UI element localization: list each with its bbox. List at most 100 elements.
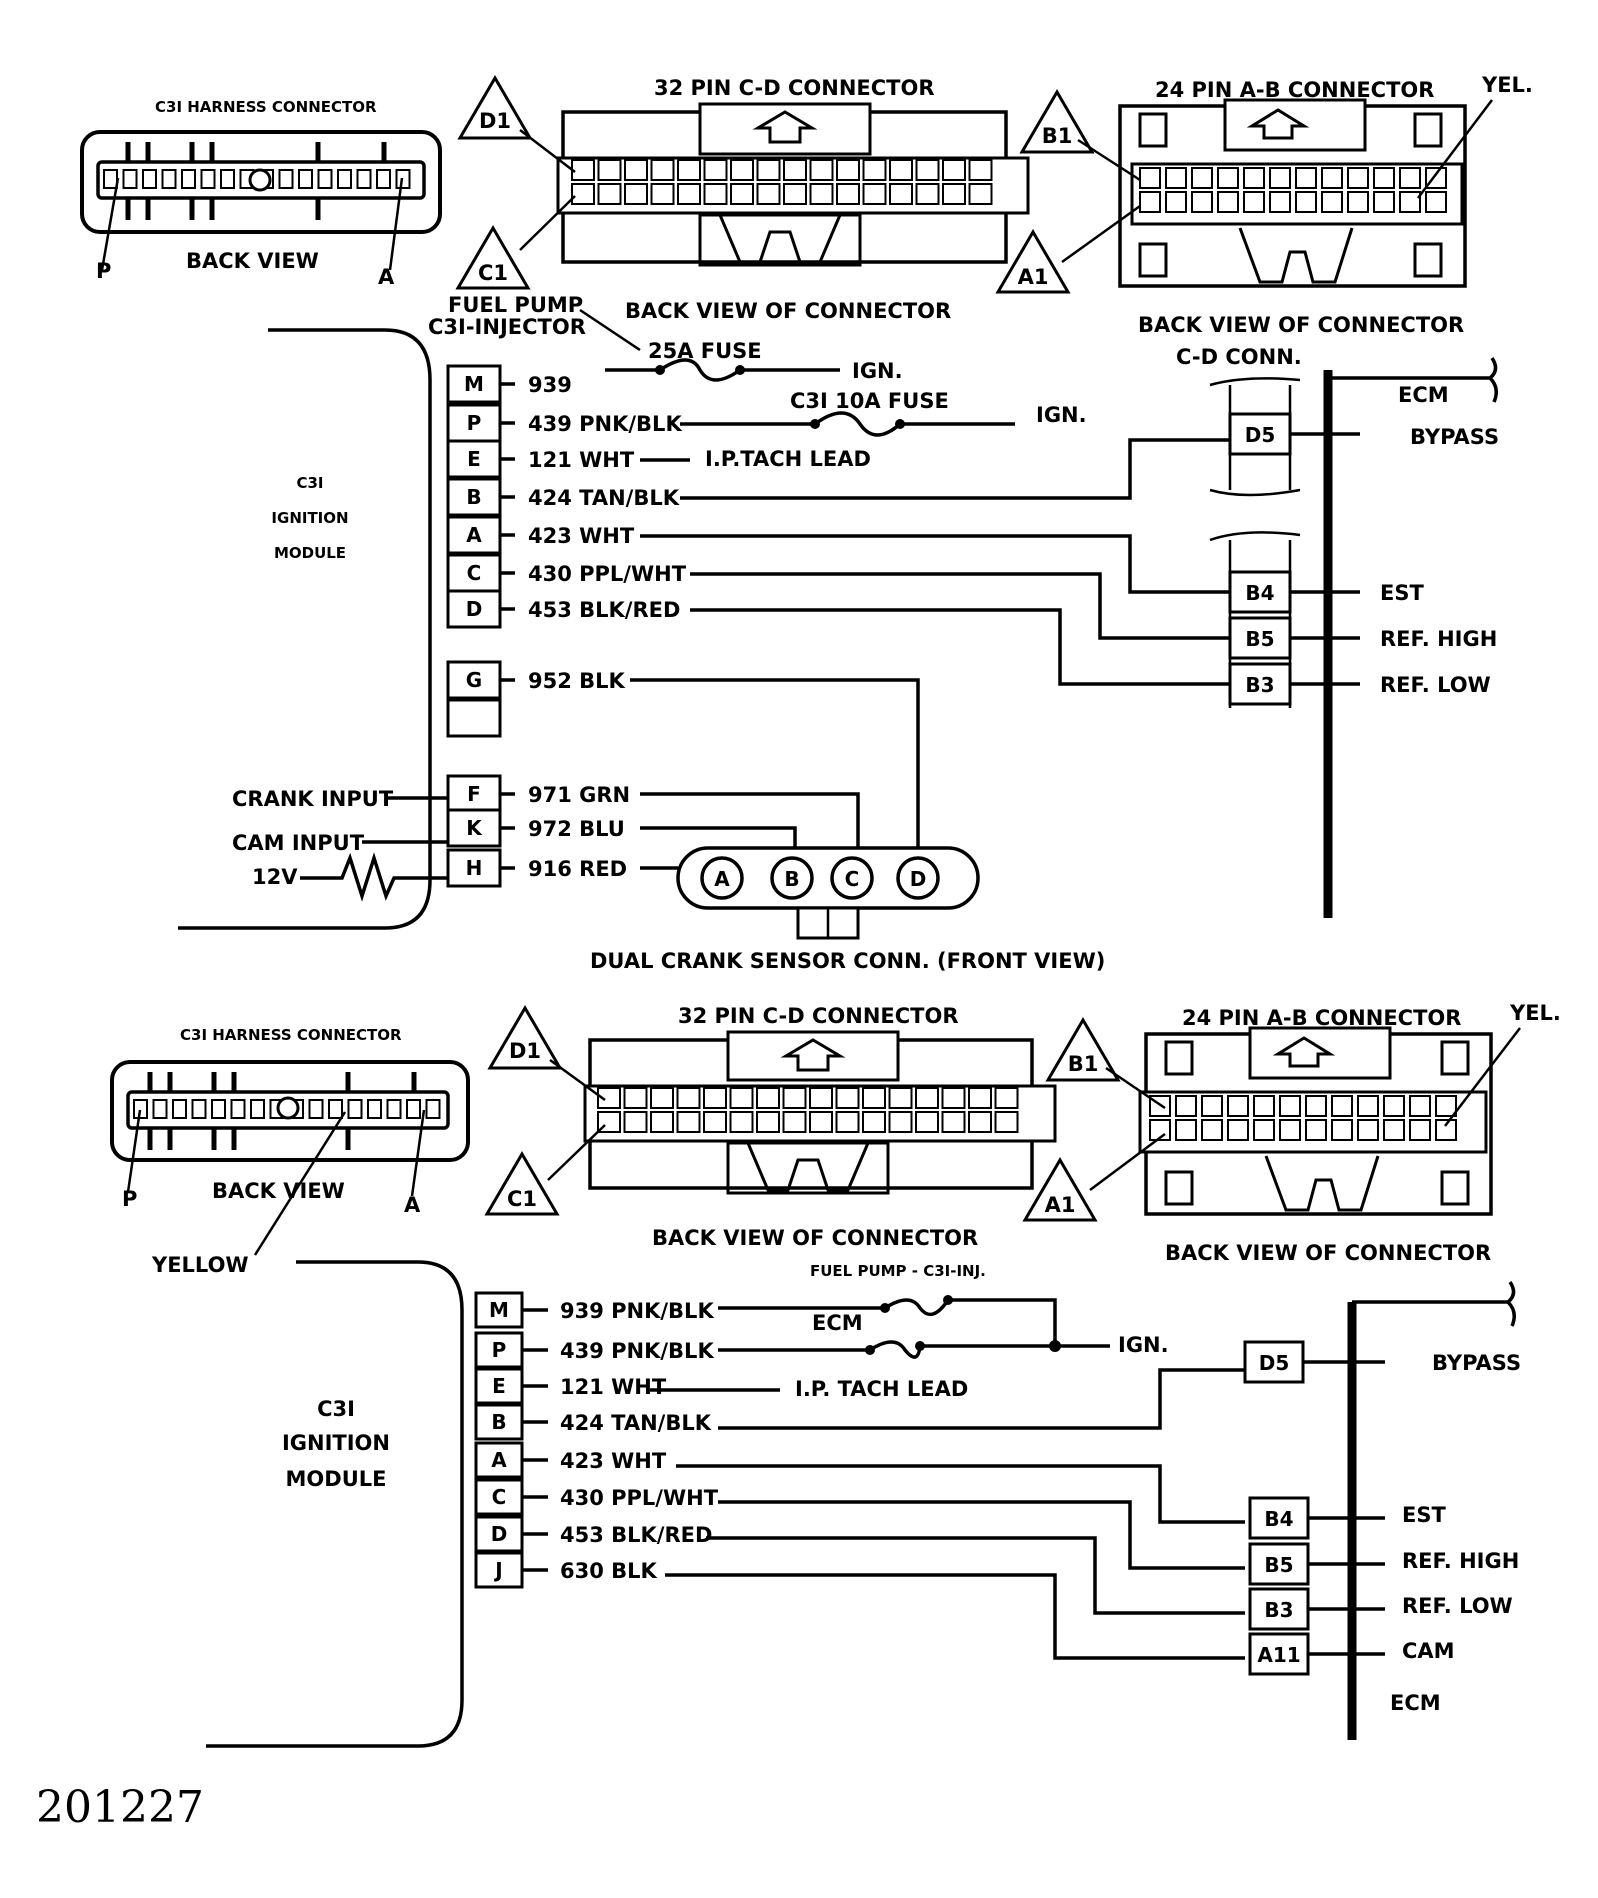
top-wire-label: 952 BLK	[528, 669, 626, 693]
bottom-cd-title: 32 PIN C-D CONNECTOR	[678, 1004, 959, 1028]
connector-cavity	[623, 1111, 648, 1133]
connector-cavity	[1347, 167, 1369, 189]
bottom-ab-view-label: BACK VIEW OF CONNECTOR	[1165, 1241, 1491, 1265]
top-cd-connector: 32 PIN C-D CONNECTOR D1 C1 BACK VIEW OF …	[455, 75, 1030, 323]
top-module-pin-box	[446, 553, 502, 593]
sensor-pin-label: D	[910, 867, 927, 891]
bottom-ecm-pin-label: A11	[1257, 1643, 1300, 1667]
top-ecm-pin-label: B4	[1245, 581, 1274, 605]
bottom-module-pin-box	[474, 1441, 524, 1479]
connector-cavity	[1435, 1119, 1457, 1141]
connector-cavity	[1331, 1095, 1353, 1117]
connector-cavity	[1435, 1095, 1457, 1117]
connector-cavity	[406, 1099, 421, 1119]
bottom-module-pin-label: D	[491, 1522, 508, 1546]
bottom-wire-label: 939 PNK/BLK	[560, 1299, 714, 1323]
top-crank-input: CRANK INPUT	[232, 787, 394, 811]
connector-cavity	[703, 159, 728, 181]
connector-cavity	[703, 183, 728, 205]
connector-cavity	[915, 1087, 939, 1109]
top-harness-view-label: BACK VIEW	[186, 249, 319, 273]
top-module-pin-label: C	[467, 561, 482, 585]
connector-cavity	[250, 1099, 265, 1119]
top-module-pin-label: D	[466, 597, 483, 621]
figure-number: 201227	[36, 1782, 204, 1833]
bottom-wire-label: 424 TAN/BLK	[560, 1411, 712, 1435]
bottom-cd-view-label: BACK VIEW OF CONNECTOR	[652, 1226, 978, 1250]
bottom-cd-marker-c1: C1	[507, 1187, 537, 1211]
connector-cavity	[835, 1087, 860, 1109]
connector-cavity	[836, 183, 860, 205]
top-ab-connector: 24 PIN A-B CONNECTOR YEL. B1 A1 BACK VIE…	[995, 73, 1533, 337]
bottom-ab-title: 24 PIN A-B CONNECTOR	[1182, 1006, 1461, 1030]
connector-cavity	[677, 183, 701, 205]
bottom-bypass: BYPASS	[1432, 1351, 1521, 1375]
sensor-pin	[896, 856, 940, 900]
bottom-module-pin-label: P	[492, 1338, 507, 1362]
connector-cavity	[783, 183, 807, 205]
connector-cavity	[1139, 167, 1161, 189]
connector-cavity	[1253, 1095, 1275, 1117]
bottom-ecm-pin-label: D5	[1259, 1351, 1290, 1375]
bottom-fuel-pump-label: FUEL PUMP - C3I-INJ.	[810, 1262, 986, 1280]
top-wire-label: 939	[528, 373, 572, 397]
connector-cavity	[1295, 191, 1317, 213]
connector-cavity	[941, 1111, 966, 1133]
connector-cavity	[650, 1111, 674, 1133]
bottom-cam: CAM	[1402, 1639, 1455, 1663]
top-wire-label: 121 WHT	[528, 448, 635, 472]
top-ref-low: REF. LOW	[1380, 673, 1491, 697]
top-module-pin-box	[446, 515, 502, 555]
connector-cavity	[1269, 191, 1291, 213]
connector-cavity	[376, 169, 391, 189]
connector-cavity	[347, 1099, 363, 1119]
connector-cavity	[862, 183, 887, 205]
top-ab-marker-b1: B1	[1042, 124, 1073, 148]
bottom-wire-label: 423 WHT	[560, 1449, 667, 1473]
connector-cavity	[730, 183, 754, 205]
connector-cavity	[1321, 167, 1343, 189]
connector-cavity	[729, 1111, 754, 1133]
connector-cavity	[1227, 1095, 1249, 1117]
connector-cavity	[1165, 167, 1187, 189]
bottom-harness-pin-p: P	[122, 1187, 137, 1211]
connector-cavity	[994, 1087, 1019, 1109]
connector-cavity	[1357, 1095, 1379, 1117]
connector-cavity	[278, 169, 294, 189]
bottom-harness-yellow: YELLOW	[151, 1253, 249, 1277]
bottom-fuel-pump: FUEL PUMP - C3I-INJ. ECM IGN. I.P. TACH …	[718, 1262, 1169, 1401]
sensor-pin	[700, 856, 744, 900]
connector-cavity	[298, 169, 313, 189]
bottom-harness-title: C3I HARNESS CONNECTOR	[180, 1026, 402, 1044]
top-cd-marker-d1: D1	[479, 109, 511, 133]
top-ecm-label: ECM	[1398, 383, 1449, 407]
top-fuse-10a: C3I 10A FUSE	[790, 389, 949, 413]
bottom-module-pin-label: M	[489, 1298, 509, 1322]
top-est: EST	[1380, 581, 1424, 605]
connector-cavity	[597, 183, 622, 205]
connector-cavity	[968, 159, 993, 181]
connector-cavity	[888, 1111, 913, 1133]
connector-cavity	[1383, 1095, 1405, 1117]
connector-cavity	[191, 1099, 207, 1119]
connector-cavity	[1269, 167, 1291, 189]
connector-cavity	[1409, 1119, 1431, 1141]
bottom-ref-low: REF. LOW	[1402, 1594, 1513, 1618]
bottom-wire-label: 630 BLK	[560, 1559, 658, 1583]
top-module-pin-label: E	[467, 447, 481, 471]
top-module-pin-label: K	[466, 816, 483, 840]
connector-cavity	[1243, 167, 1265, 189]
top-wire	[630, 678, 920, 850]
top-cd-marker-c1: C1	[478, 261, 508, 285]
top-ecm-pin-label: B5	[1245, 627, 1274, 651]
bottom-ab-connector: 24 PIN A-B CONNECTOR YEL. B1 A1 BACK VIE…	[1022, 1001, 1561, 1265]
connector-cavity	[1331, 1119, 1353, 1141]
connector-cavity	[133, 1099, 148, 1119]
connector-cavity	[862, 1111, 886, 1133]
bottom-wire	[676, 1464, 1245, 1524]
connector-cavity	[756, 1087, 780, 1109]
bottom-ref-high: REF. HIGH	[1402, 1549, 1519, 1573]
connector-cavity	[1357, 1119, 1379, 1141]
top-tach-lead: I.P.TACH LEAD	[705, 447, 871, 471]
